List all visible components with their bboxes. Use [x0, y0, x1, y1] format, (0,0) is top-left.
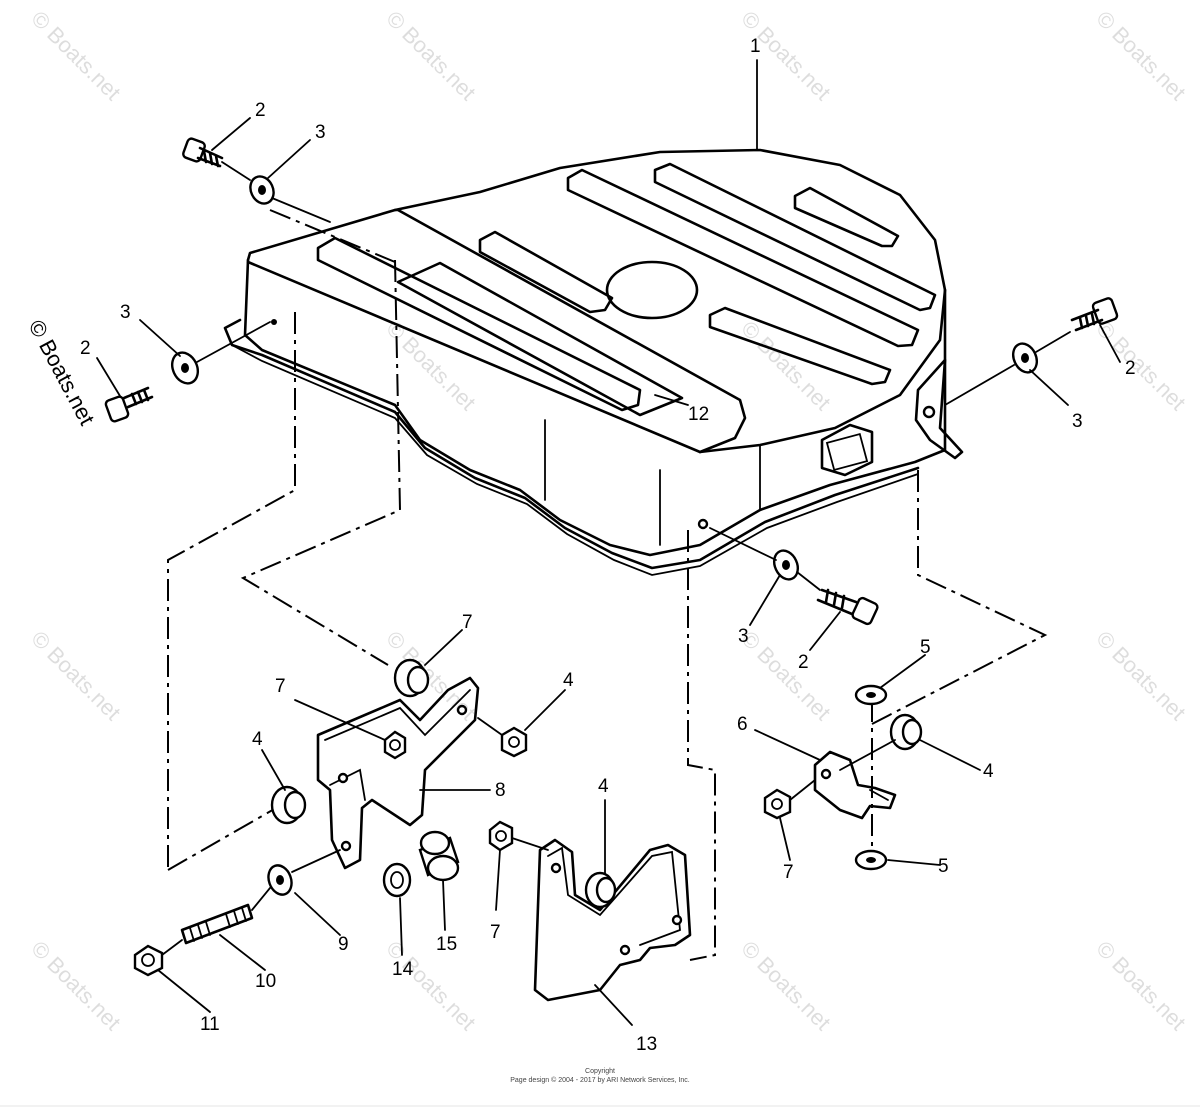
- nut-bottom-left: [133, 944, 164, 977]
- callout-3: 3: [120, 302, 131, 323]
- leader: [796, 571, 821, 591]
- nut-right: [763, 788, 792, 820]
- nut-bracket-right: [500, 726, 528, 758]
- watermark: © Boats.net: [26, 6, 125, 105]
- leader: [477, 717, 503, 736]
- callout-4: 4: [252, 729, 263, 750]
- leader: [709, 527, 777, 561]
- leader: [839, 739, 896, 771]
- washer-right: [1011, 342, 1039, 374]
- assembly-lines: [167, 209, 1048, 961]
- callout-11: 11: [200, 1014, 220, 1035]
- bolt-bottom-right: [816, 588, 879, 626]
- leader: [251, 887, 271, 911]
- spacer-left: [270, 785, 307, 825]
- leader: [271, 197, 331, 223]
- callout-7: 7: [783, 862, 794, 883]
- copyright-line-1: Copyright: [585, 1068, 615, 1075]
- washer-bottom-right: [772, 549, 800, 581]
- bolt-left: [104, 386, 154, 423]
- leader: [196, 321, 271, 363]
- callout-7: 7: [462, 612, 473, 633]
- callout-10: 10: [255, 971, 276, 992]
- callout-1: 1: [750, 36, 761, 57]
- callout-5: 5: [938, 856, 949, 877]
- callout-7: 7: [490, 922, 501, 943]
- callout-14: 14: [392, 959, 414, 980]
- spacer-lower: [584, 871, 617, 909]
- watermark: © Boats.net: [381, 6, 480, 105]
- watermark: © Boats.net: [1091, 626, 1190, 725]
- watermark: © Boats.net: [381, 936, 480, 1035]
- nut-lower-center: [488, 820, 514, 852]
- stud: [180, 903, 254, 945]
- watermark: © Boats.net: [736, 936, 835, 1035]
- washer-right-top: [854, 684, 888, 706]
- bracket-lower: [533, 838, 692, 1002]
- watermark: © Boats.net: [26, 936, 125, 1035]
- leader: [789, 779, 816, 801]
- bolt-right: [1070, 297, 1119, 332]
- callout-4: 4: [563, 670, 574, 691]
- watermark-side: © Boats.net: [24, 316, 100, 430]
- washer-bracket: [267, 864, 293, 896]
- callout-2: 2: [1125, 358, 1136, 379]
- bushing-small: [382, 862, 412, 898]
- callout-9: 9: [338, 934, 349, 955]
- callout-2: 2: [255, 100, 266, 121]
- callout-7: 7: [275, 676, 286, 697]
- leader: [1035, 331, 1071, 353]
- watermark: © Boats.net: [26, 626, 125, 725]
- callout-4: 4: [598, 776, 609, 797]
- bracket-small: [813, 750, 897, 820]
- callout-13: 13: [636, 1034, 657, 1055]
- callout-leaders: [96, 59, 1121, 1026]
- callout-3: 3: [738, 626, 749, 647]
- callout-2: 2: [80, 338, 91, 359]
- copyright-line-2: Page design © 2004 - 2017 by ARI Network…: [510, 1076, 690, 1084]
- watermark: © Boats.net: [1091, 316, 1190, 415]
- bushing-tall: [418, 830, 460, 882]
- callout-3: 3: [315, 122, 326, 143]
- callout-numbers: 1 2 3 2 3 2 3 3 2 12 7 7 4 4 8 4 5 6 4 7…: [80, 36, 1136, 1055]
- callout-15: 15: [436, 934, 457, 955]
- nut-bracket-center: [383, 730, 407, 760]
- watermark: © Boats.net: [1091, 936, 1190, 1035]
- leader: [161, 939, 183, 956]
- washer-right-bottom: [854, 849, 888, 871]
- callout-12: 12: [688, 404, 709, 425]
- washer-top-left: [249, 175, 275, 205]
- bolt-top-left: [182, 137, 224, 168]
- callout-4: 4: [983, 761, 994, 782]
- callout-2: 2: [798, 652, 809, 673]
- spacer-top: [393, 658, 430, 698]
- watermark: © Boats.net: [1091, 6, 1190, 105]
- leader: [221, 161, 251, 181]
- callout-8: 8: [495, 780, 506, 801]
- washer-left: [170, 351, 200, 385]
- callout-3: 3: [1072, 411, 1083, 432]
- belt-cover: [223, 148, 964, 576]
- callout-6: 6: [737, 714, 748, 735]
- bracket: [316, 676, 480, 870]
- leader: [944, 364, 1015, 406]
- spacer-right: [889, 713, 923, 751]
- watermark: © Boats.net: [736, 626, 835, 725]
- leader: [291, 849, 341, 873]
- callout-5: 5: [920, 637, 931, 658]
